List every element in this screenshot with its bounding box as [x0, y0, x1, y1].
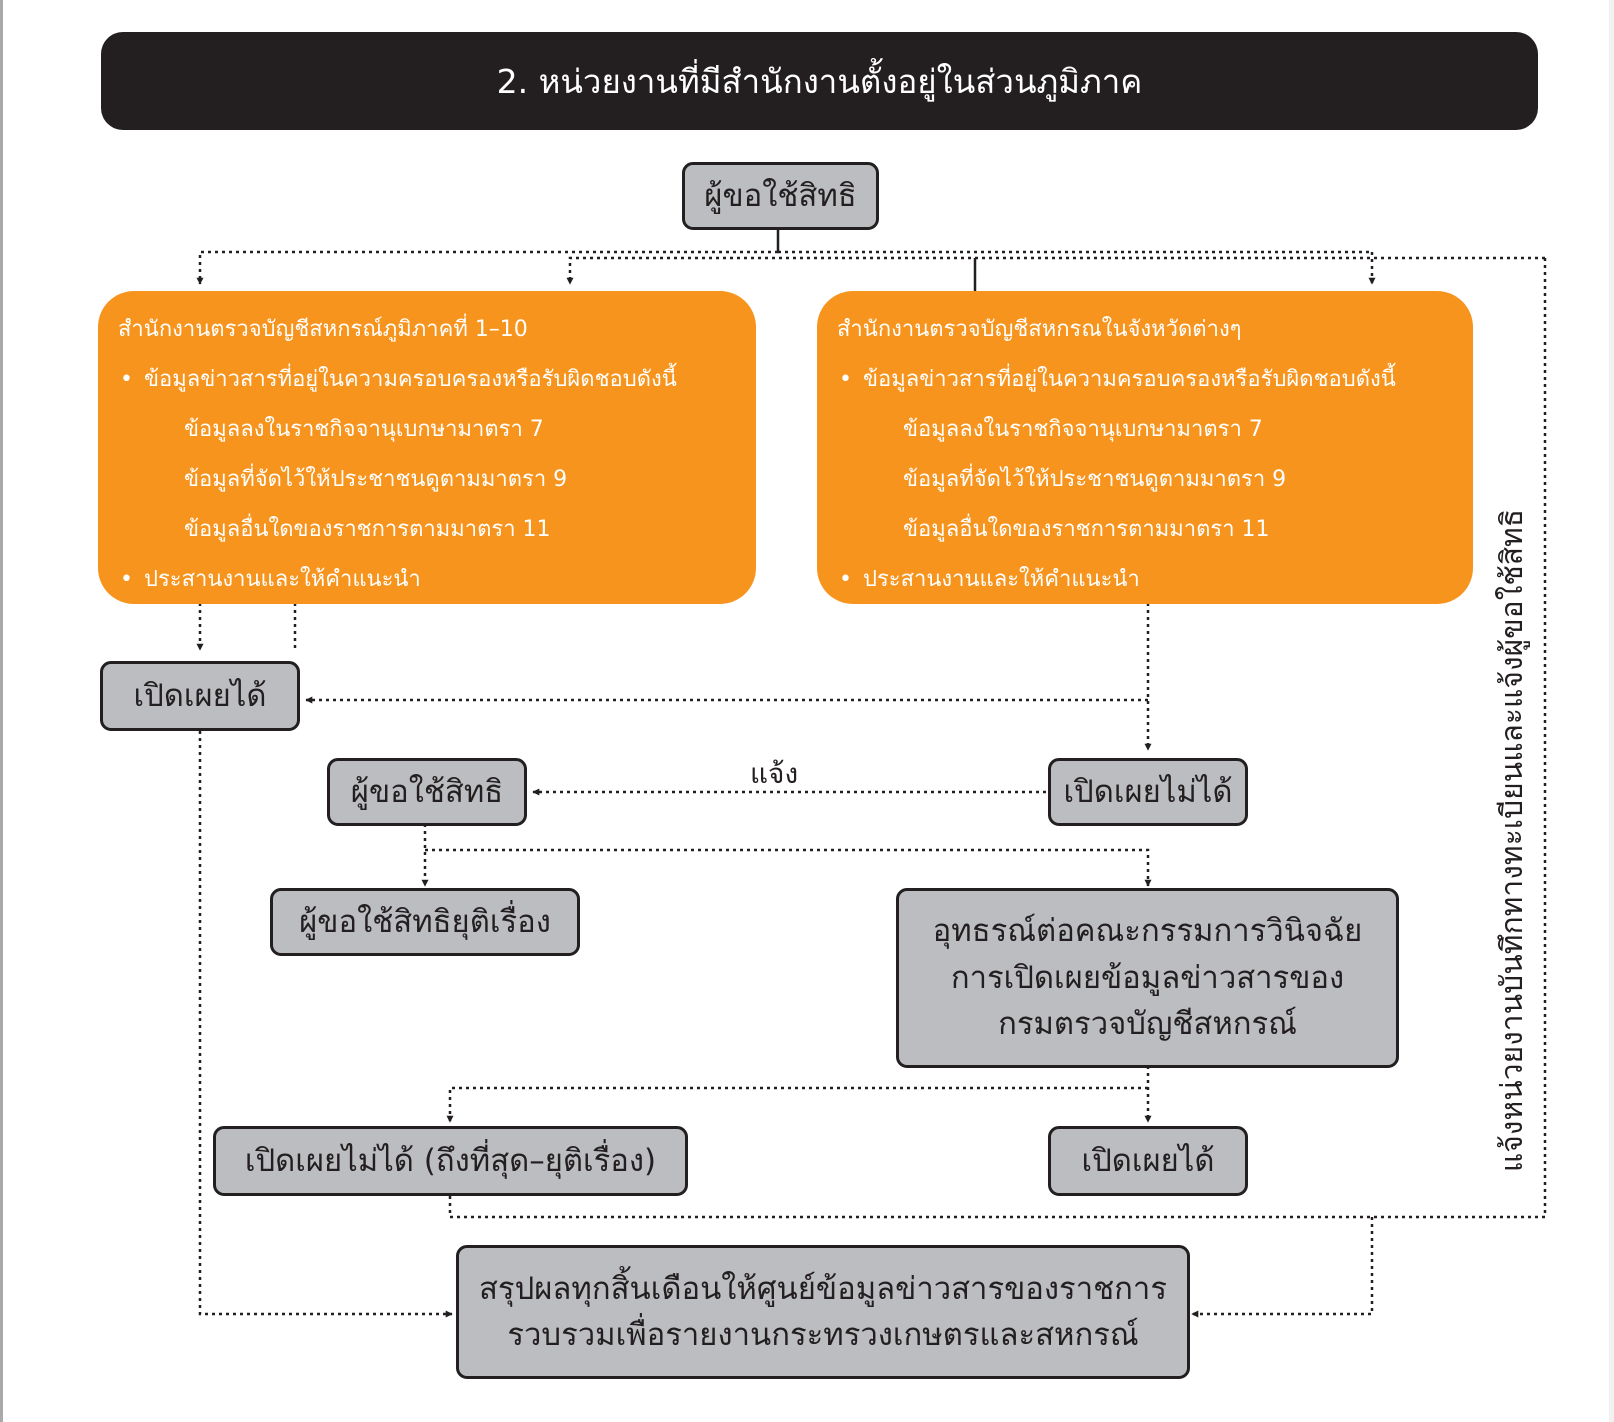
right-office-bullet-1-text: ข้อมูลข่าวสารที่อยู่ในความครอบครองหรือรั… [863, 367, 1396, 392]
side-note-text: แจ้งหน่วยงานบันทึกทางทะเบียนและแจ้งผู้ขอ… [1495, 508, 1531, 1172]
right-office-bullet-1: • ข้อมูลข่าวสารที่อยู่ในความครอบครองหรือ… [837, 355, 1453, 405]
not-disclose-final-box: เปิดเผยไม่ได้ (ถึงที่สุด–ยุติเรื่อง) [213, 1126, 688, 1196]
bullet-dot: • [120, 567, 133, 592]
bullet-dot: • [839, 567, 852, 592]
not-disclose-box: เปิดเผยไม่ได้ [1048, 758, 1248, 826]
feedback-to-summary [1191, 1217, 1374, 1318]
appeal-to-not-disclose [446, 1086, 1148, 1123]
appeal-line: การเปิดเผยข้อมูลข่าวสารของ [950, 959, 1345, 996]
right-office-item: ข้อมูลที่จัดไว้ให้ประชาชนดูตามมาตรา 9 [903, 467, 1287, 492]
applicant-top-box: ผู้ขอใช้สิทธิ [682, 162, 879, 230]
page-title: 2. หน่วยงานที่มีสำนักงานตั้งอยู่ในส่วนภู… [496, 61, 1143, 101]
disclose-box: เปิดเผยได้ [100, 661, 300, 731]
appeal-line: อุทธรณ์ต่อคณะกรรมการวินิจฉัย [932, 913, 1363, 950]
left-office-item: ข้อมูลลงในราชกิจจานุเบกษามาตรา 7 [184, 417, 544, 442]
summary-line: รวบรวมเพื่อรายงานกระทรวงเกษตรและสหกรณ์ [507, 1317, 1139, 1353]
title-bar: 2. หน่วยงานที่มีสำนักงานตั้งอยู่ในส่วนภู… [101, 32, 1538, 130]
right-office-box: สำนักงานตรวจบัญชีสหกรณในจังหวัดต่างๆ • ข… [817, 291, 1473, 604]
to-left-office-1 [196, 250, 778, 285]
applicant-end-label: ผู้ขอใช้สิทธิยุติเรื่อง [299, 903, 551, 940]
disclose-to-summary [198, 731, 453, 1318]
applicant-top-label: ผู้ขอใช้สิทธิ [704, 177, 857, 214]
feedback-loop [448, 258, 1547, 1219]
right-office-item: ข้อมูลอื่นใดของราชการตามมาตรา 11 [903, 517, 1270, 542]
not-disclose-label: เปิดเผยไม่ได้ [1063, 773, 1233, 810]
appeal-line: กรมตรวจบัญชีสหกรณ์ [998, 1006, 1297, 1043]
left-office-item: ข้อมูลที่จัดไว้ให้ประชาชนดูตามมาตรา 9 [184, 467, 568, 492]
left-office-bullet-2-text: ประสานงานและให้คำแนะนำ [144, 567, 421, 592]
to-appeal [425, 848, 1152, 887]
appeal-box: อุทธรณ์ต่อคณะกรรมการวินิจฉัย การเปิดเผยข… [896, 888, 1399, 1068]
left-office-box: สำนักงานตรวจบัญชีสหกรณ์ภูมิภาคที่ 1–10 •… [98, 291, 756, 604]
side-note: แจ้งหน่วยงานบันทึกทางทะเบียนและแจ้งผู้ขอ… [1488, 470, 1538, 1210]
disclose-final-label: เปิดเผยได้ [1081, 1142, 1215, 1179]
right-office-item: ข้อมูลลงในราชกิจจานุเบกษามาตรา 7 [903, 417, 1263, 442]
applicant-mid-box: ผู้ขอใช้สิทธิ [327, 758, 527, 826]
left-office-bullet-1: • ข้อมูลข่าวสารที่อยู่ในความครอบครองหรือ… [118, 355, 736, 405]
applicant-end-box: ผู้ขอใช้สิทธิยุติเรื่อง [270, 888, 580, 956]
bullet-dot: • [120, 367, 133, 392]
left-office-bullet-1-text: ข้อมูลข่าวสารที่อยู่ในความครอบครองหรือรั… [144, 367, 677, 392]
page-right-border [1609, 0, 1614, 1422]
not-disclose-final-label: เปิดเผยไม่ได้ (ถึงที่สุด–ยุติเรื่อง) [244, 1142, 657, 1179]
left-office-item: ข้อมูลอื่นใดของราชการตามมาตรา 11 [184, 517, 551, 542]
bullet-dot: • [839, 367, 852, 392]
disclose-final-box: เปิดเผยได้ [1048, 1126, 1248, 1196]
page-left-border [0, 0, 3, 1422]
summary-box: สรุปผลทุกสิ้นเดือนให้ศูนย์ข้อมูลข่าวสารข… [456, 1245, 1190, 1379]
left-office-bullet-2: • ประสานงานและให้คำแนะนำ [118, 555, 736, 605]
feedback-to-left-office [566, 256, 1545, 285]
applicant-mid-label: ผู้ขอใช้สิทธิ [350, 773, 504, 810]
disclose-label: เปิดเผยได้ [133, 677, 267, 714]
summary-line: สรุปผลทุกสิ้นเดือนให้ศูนย์ข้อมูลข่าวสารข… [479, 1270, 1167, 1307]
right-office-bullet-2: • ประสานงานและให้คำแนะนำ [837, 555, 1453, 605]
right-office-heading: สำนักงานตรวจบัญชีสหกรณในจังหวัดต่างๆ [837, 317, 1242, 342]
notify-label: แจ้ง [750, 757, 799, 790]
right-office-bullet-2-text: ประสานงานและให้คำแนะนำ [863, 567, 1140, 592]
left-office-heading: สำนักงานตรวจบัญชีสหกรณ์ภูมิภาคที่ 1–10 [118, 317, 528, 342]
